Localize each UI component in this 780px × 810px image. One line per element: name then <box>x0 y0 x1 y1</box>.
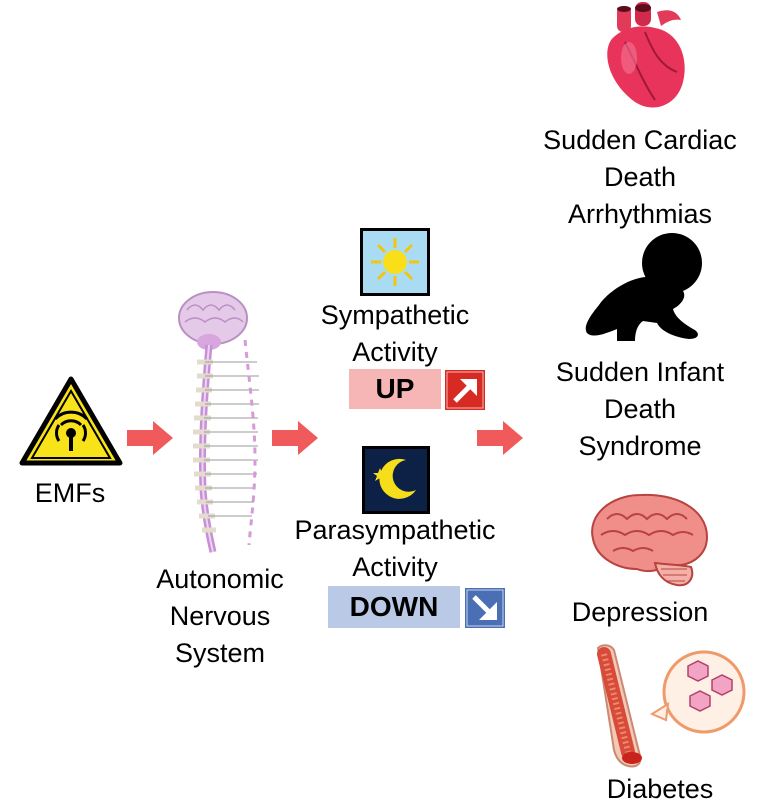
infant-label-line3: Syndrome <box>578 431 702 461</box>
cardiac-label-line1: Sudden Cardiac <box>543 125 737 155</box>
flow-arrow-3 <box>477 421 523 455</box>
parasympathetic-label-line1: Parasympathetic <box>294 515 496 545</box>
brain-spinal-cord-icon <box>178 291 259 553</box>
cardiac-label-line3: Arrhythmias <box>567 199 713 229</box>
flow-arrow-2 <box>272 421 318 455</box>
infant-label-line1: Sudden Infant <box>555 357 725 387</box>
arrow-down-right-icon <box>465 588 505 628</box>
sympathetic-label-line1: Sympathetic <box>320 300 470 330</box>
moon-stars-icon <box>362 446 430 514</box>
depression-label: Depression <box>571 597 709 627</box>
flow-arrow-1 <box>127 421 173 455</box>
blood-vessel-glucose-icon <box>596 644 746 768</box>
cardiac-label-line2: Death <box>603 162 677 192</box>
infant-label-line2: Death <box>603 394 677 424</box>
heart-icon <box>607 2 685 108</box>
diabetes-label: Diabetes <box>606 774 714 804</box>
parasympathetic-label-line2: Activity <box>352 552 438 582</box>
emf-label: EMFs <box>34 478 106 508</box>
parasympathetic-status-badge: DOWN <box>328 586 460 628</box>
sympathetic-status-badge: UP <box>349 369 441 409</box>
baby-icon <box>585 233 702 341</box>
brain-icon <box>591 493 709 587</box>
radiation-warning-icon <box>19 376 123 466</box>
ans-label-line3: System <box>174 638 266 668</box>
ans-label-line1: Autonomic <box>156 564 284 594</box>
ans-label-line2: Nervous <box>169 601 271 631</box>
sun-icon <box>360 228 430 296</box>
sympathetic-label-line2: Activity <box>352 337 438 367</box>
arrow-up-right-icon <box>445 370 485 410</box>
